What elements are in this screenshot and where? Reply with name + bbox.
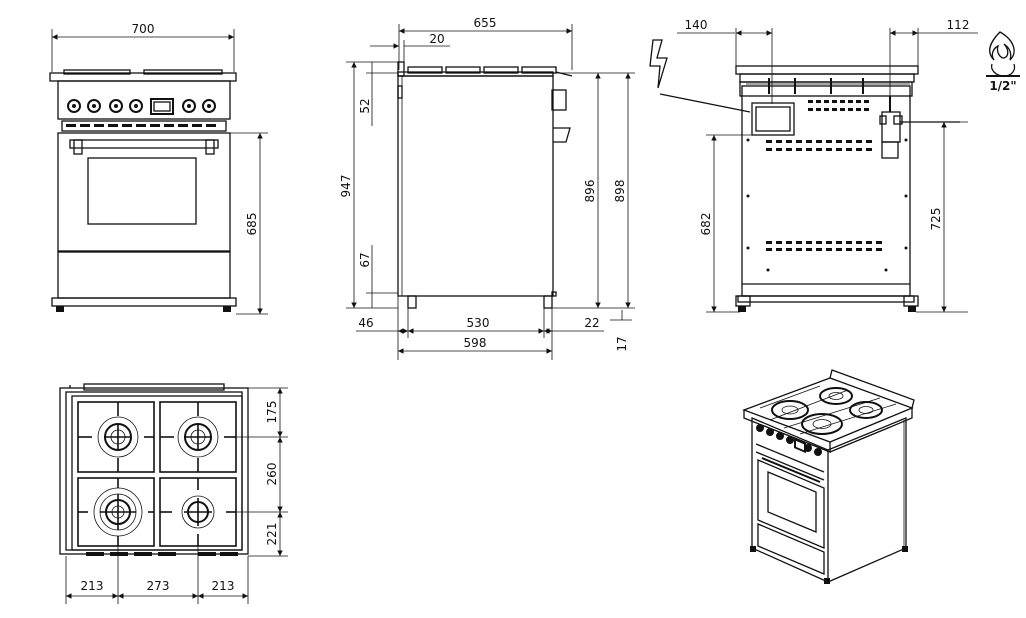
gas-flame-icon: 1/2" <box>986 31 1020 93</box>
burner-rear-left <box>93 487 143 537</box>
dim-side-body-depth: 598 <box>464 336 487 350</box>
dim-side-top: 52 <box>358 98 372 113</box>
electric-lightning-icon <box>649 39 751 113</box>
front-view: 700 <box>49 22 268 315</box>
dim-side-foot-height: 17 <box>615 336 629 351</box>
oven-handle <box>69 139 219 149</box>
side-view: 655 20 947 52 67 <box>339 16 635 360</box>
dim-rear-electric-offset: 140 <box>685 18 708 32</box>
burner-front-left <box>97 416 139 458</box>
burner-front-right <box>177 416 219 458</box>
burner-rear-right <box>181 495 215 529</box>
dim-front-width: 700 <box>132 22 155 36</box>
dim-top-col1: 213 <box>81 579 104 593</box>
dim-side-898: 898 <box>613 180 627 203</box>
clock-display <box>150 98 174 115</box>
dim-side-front-offset: 46 <box>358 316 373 330</box>
electric-terminal-box <box>751 102 795 136</box>
dim-side-plinth: 67 <box>358 252 372 267</box>
isometric-view <box>742 369 915 584</box>
dim-top-col3: 213 <box>212 579 235 593</box>
rear-view: 140 112 <box>677 18 978 313</box>
dim-top-col2: 273 <box>147 579 170 593</box>
dim-side-total: 947 <box>339 175 353 198</box>
dim-top-row1: 175 <box>265 401 279 424</box>
dim-top-row2: 260 <box>265 463 279 486</box>
dim-rear-gas-offset: 112 <box>947 18 970 32</box>
dim-front-oven-height: 685 <box>245 213 259 236</box>
dim-rear-gas-height: 725 <box>929 208 943 231</box>
oven-window <box>87 157 197 225</box>
top-view: 175 260 221 213 273 213 <box>59 383 288 604</box>
dim-side-handle: 20 <box>429 32 444 46</box>
gas-connection-size: 1/2" <box>989 79 1016 93</box>
gas-inlet <box>879 96 960 159</box>
dim-top-row3: 221 <box>265 523 279 546</box>
dim-side-rear-offset: 22 <box>584 316 599 330</box>
dim-side-foot-span: 530 <box>467 316 490 330</box>
dim-side-depth: 655 <box>474 16 497 30</box>
dim-rear-electric-height: 682 <box>699 213 713 236</box>
dim-side-896: 896 <box>583 180 597 203</box>
control-knobs <box>67 99 216 113</box>
